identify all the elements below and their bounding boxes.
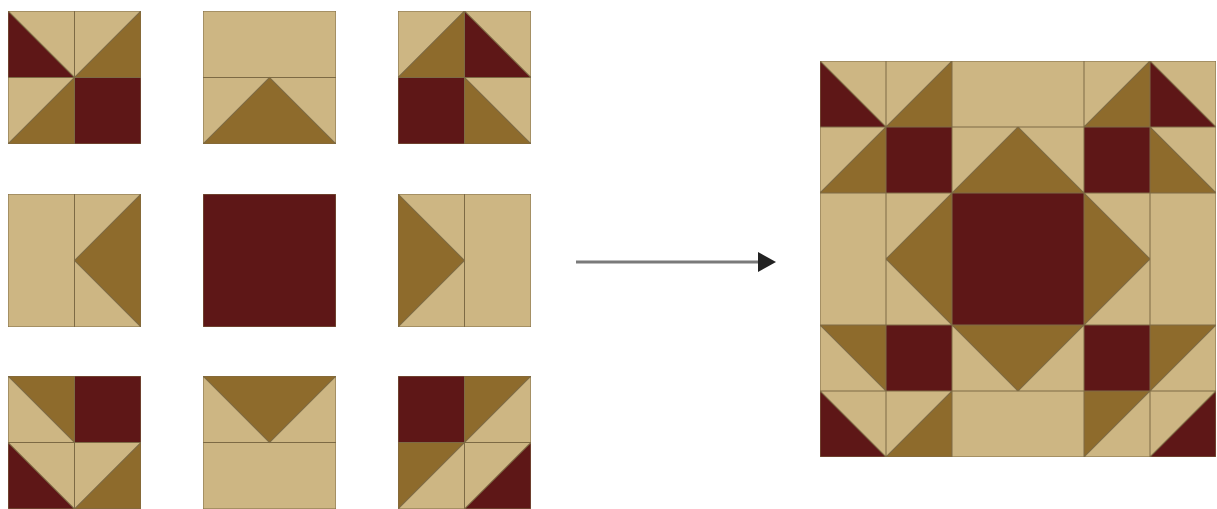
tan-rectangle: [203, 11, 336, 78]
maroon-square: [398, 78, 465, 145]
maroon-center: [203, 194, 336, 327]
edge-unit-left: [8, 194, 141, 327]
maroon-square: [886, 127, 952, 193]
corner-unit-bottom-right: [398, 376, 531, 509]
tan-rectangle: [203, 443, 336, 509]
tan-rectangle: [952, 61, 1084, 127]
maroon-center: [952, 193, 1084, 325]
corner-unit-top-left: [8, 11, 141, 144]
maroon-square: [75, 376, 142, 443]
maroon-square: [886, 325, 952, 391]
arrow-head: [758, 252, 776, 272]
corner-unit-bottom-left: [8, 376, 141, 509]
tan-rectangle: [952, 391, 1084, 457]
maroon-square: [1084, 325, 1150, 391]
right-arrow-icon: [576, 248, 778, 280]
edge-unit-top: [203, 11, 336, 144]
maroon-square: [75, 78, 142, 145]
tan-rectangle: [1150, 193, 1216, 325]
edge-unit-right: [398, 194, 531, 327]
finished-quilt-block: [820, 61, 1216, 461]
corner-unit-top-right: [398, 11, 531, 144]
tan-rectangle: [820, 193, 886, 325]
tan-rectangle: [8, 194, 75, 327]
tan-rectangle: [465, 194, 532, 327]
maroon-square: [398, 376, 465, 443]
edge-unit-bottom: [203, 376, 336, 509]
center-square: [203, 194, 336, 327]
maroon-square: [1084, 127, 1150, 193]
